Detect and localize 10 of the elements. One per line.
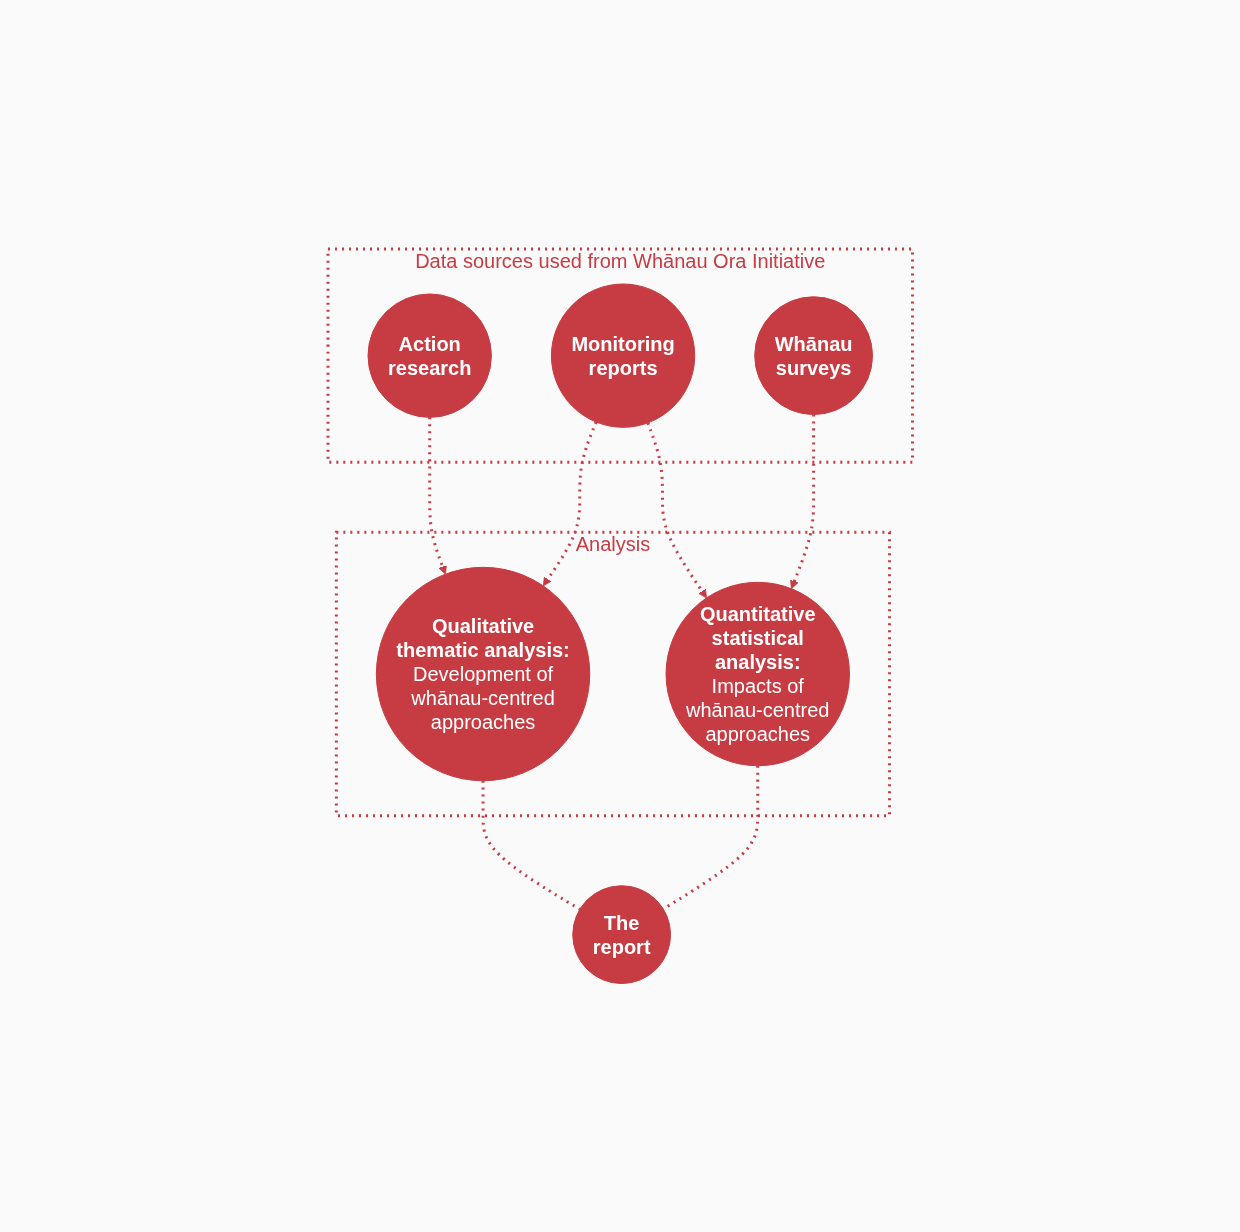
node-circle: Quantitative statistical analysis: Impacts of whānau-centred approaches [665,581,850,766]
node-circle: The report [572,884,671,984]
node-circle: Whānau surveys [753,296,873,415]
arrow [646,422,707,599]
arrow [789,414,815,589]
arrow [542,421,598,586]
node-circle: Qualitative thematic analysis: Development of whānau-centred approaches [375,566,590,781]
arrow [427,417,447,575]
node-circle: Monitoring reports [550,283,695,428]
node-circle: Action research [367,293,492,418]
